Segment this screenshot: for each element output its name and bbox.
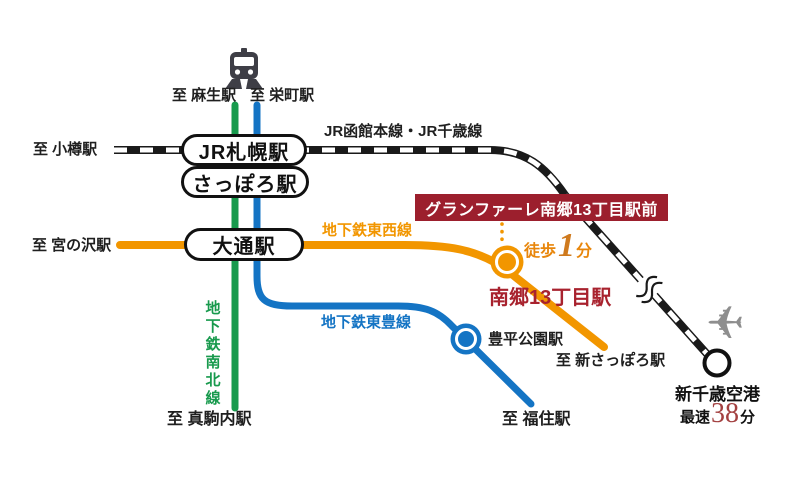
- airplane-icon: ✈: [706, 297, 745, 349]
- airport-time: 最速 38 分: [680, 398, 755, 430]
- walk-time-value: 1: [558, 227, 576, 264]
- jr-line-dashes: [114, 147, 709, 356]
- dest-fukuzumi-label: 至 福住駅: [502, 411, 571, 428]
- walk-time-prefix: 徒歩: [524, 243, 557, 260]
- toho-line: [253, 101, 535, 408]
- dest-shin-sapporo-label: 至 新さっぽろ駅: [556, 352, 666, 369]
- property-banner: グランファーレ南郷13丁目駅前: [415, 194, 668, 221]
- nango-13chome-station-marker: [490, 245, 524, 279]
- line-break-icon: [635, 275, 663, 304]
- toho-line-label: 地下鉄東豊線: [321, 314, 412, 331]
- new-chitose-airport-label: 新千歳空港: [675, 385, 760, 404]
- station-oval-subway-sapporo: さっぽろ駅: [181, 166, 309, 198]
- station-oval-jr-sapporo: JR札幌駅: [181, 134, 307, 166]
- airport-time-suffix: 分: [740, 410, 756, 426]
- airport-time-value: 38: [711, 398, 740, 429]
- dest-asabu-label: 至 麻生駅: [172, 87, 237, 104]
- jr-line-label: JR函館本線・JR千歳線: [324, 123, 483, 140]
- new-chitose-station-marker: [702, 348, 732, 378]
- dest-miyanosawa-label: 至 宮の沢駅: [32, 237, 112, 254]
- toyohira-koen-station-label: 豊平公園駅: [488, 331, 564, 348]
- dest-otaru-label: 至 小樽駅: [33, 141, 98, 158]
- airport-time-prefix: 最速: [680, 410, 711, 426]
- walk-time: 徒歩 1 分: [524, 227, 592, 265]
- train-icon: [225, 48, 263, 89]
- station-oval-odori: 大通駅: [184, 228, 304, 261]
- dest-makomanai-label: 至 真駒内駅: [167, 411, 252, 428]
- toyohira-koen-station-marker: [450, 323, 482, 355]
- dest-sakaemachi-label: 至 栄町駅: [250, 87, 315, 104]
- nango-13chome-station-label: 南郷13丁目駅: [489, 287, 612, 309]
- namboku-line-label: 地下鉄南北線: [203, 300, 221, 408]
- walk-time-suffix: 分: [576, 243, 593, 260]
- tozai-line-label: 地下鉄東西線: [322, 222, 413, 239]
